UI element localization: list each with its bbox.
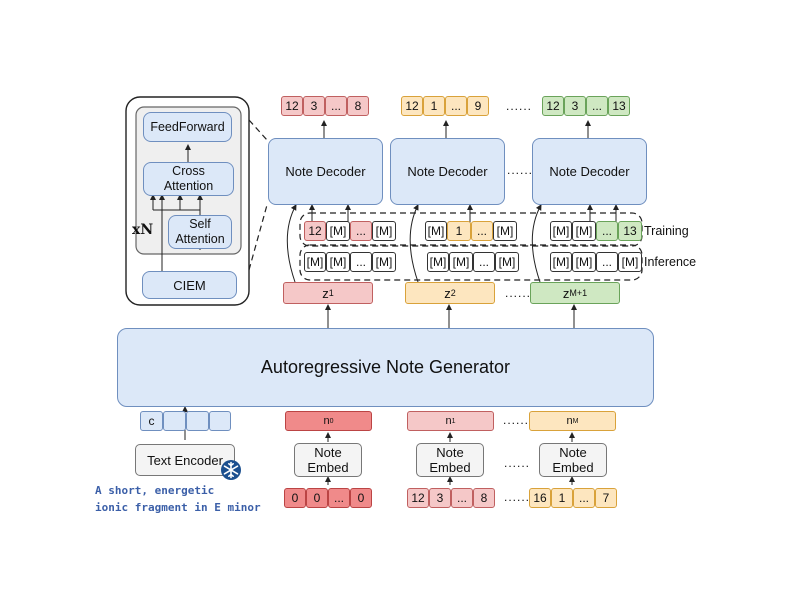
input-token: 12: [407, 488, 429, 508]
training-token: 13: [618, 221, 642, 241]
condition-slot: [209, 411, 231, 431]
inference-token: [M]: [495, 252, 519, 272]
training-token: [M]: [572, 221, 596, 241]
condition-token: c: [140, 411, 163, 431]
feedforward-block: FeedForward: [143, 112, 232, 142]
latent-ellipsis: ......: [505, 286, 532, 300]
text-encoder: Text Encoder: [135, 444, 235, 476]
input-token: 0: [284, 488, 306, 508]
input-token: 8: [473, 488, 495, 508]
prompt-line-1: A short, energetic: [95, 484, 215, 497]
inference-token: [M]: [550, 252, 572, 272]
input-token: 0: [350, 488, 372, 508]
input-token: 16: [529, 488, 551, 508]
inference-token: [M]: [618, 252, 642, 272]
embed-ellipsis: ......: [504, 456, 531, 470]
inference-token: [M]: [427, 252, 449, 272]
output-ellipsis: ......: [506, 99, 533, 113]
input-token: 7: [595, 488, 617, 508]
output-token: 12: [401, 96, 423, 116]
training-token: 12: [304, 221, 326, 241]
input-token: 0: [306, 488, 328, 508]
input-ellipsis: ......: [503, 413, 530, 427]
training-token: [M]: [326, 221, 350, 241]
output-token: 12: [281, 96, 303, 116]
input-token: ...: [451, 488, 473, 508]
output-token: 8: [347, 96, 369, 116]
input-token: ...: [328, 488, 350, 508]
condition-slot: [186, 411, 209, 431]
self-attention-block: Self Attention: [168, 215, 232, 249]
training-token: ...: [350, 221, 372, 241]
training-token: ...: [596, 221, 618, 241]
autoregressive-note-generator: Autoregressive Note Generator: [117, 328, 654, 407]
training-token: [M]: [425, 221, 447, 241]
training-label: Training: [644, 224, 689, 238]
output-token: 13: [608, 96, 630, 116]
input-token: ...: [573, 488, 595, 508]
snowflake-icon: [220, 459, 242, 481]
note-decoder-3: Note Decoder: [532, 138, 647, 205]
repeat-label: xN: [132, 222, 154, 238]
output-token: ...: [586, 96, 608, 116]
note-decoder-1: Note Decoder: [268, 138, 383, 205]
training-token: ...: [471, 221, 493, 241]
note-embed-3: Note Embed: [539, 443, 607, 477]
note-decoder-2: Note Decoder: [390, 138, 505, 205]
output-token: ...: [325, 96, 347, 116]
output-token: 9: [467, 96, 489, 116]
note-embed-1: Note Embed: [294, 443, 362, 477]
output-token: 12: [542, 96, 564, 116]
inference-token: [M]: [304, 252, 326, 272]
inference-token: ...: [596, 252, 618, 272]
cross-attention-block: Cross Attention: [143, 162, 234, 196]
output-token: ...: [445, 96, 467, 116]
decoder-ellipsis: ......: [507, 163, 534, 177]
training-token: 1: [447, 221, 471, 241]
inference-token: [M]: [449, 252, 473, 272]
note-embed-2: Note Embed: [416, 443, 484, 477]
inference-token: [M]: [372, 252, 396, 272]
inference-label: Inference: [644, 255, 697, 269]
prompt-line-2: ionic fragment in E minor: [95, 501, 261, 514]
output-token: 3: [564, 96, 586, 116]
inference-token: ...: [473, 252, 495, 272]
inference-token: [M]: [326, 252, 350, 272]
inference-token: ...: [350, 252, 372, 272]
training-token: [M]: [550, 221, 572, 241]
condition-slot: [163, 411, 186, 431]
training-token: [M]: [372, 221, 396, 241]
input-token: 3: [429, 488, 451, 508]
inference-token: [M]: [572, 252, 596, 272]
input-token: 1: [551, 488, 573, 508]
bottom-ellipsis: ......: [504, 490, 531, 504]
training-token: [M]: [493, 221, 517, 241]
output-token: 1: [423, 96, 445, 116]
output-token: 3: [303, 96, 325, 116]
ciem-block: CIEM: [142, 271, 237, 299]
